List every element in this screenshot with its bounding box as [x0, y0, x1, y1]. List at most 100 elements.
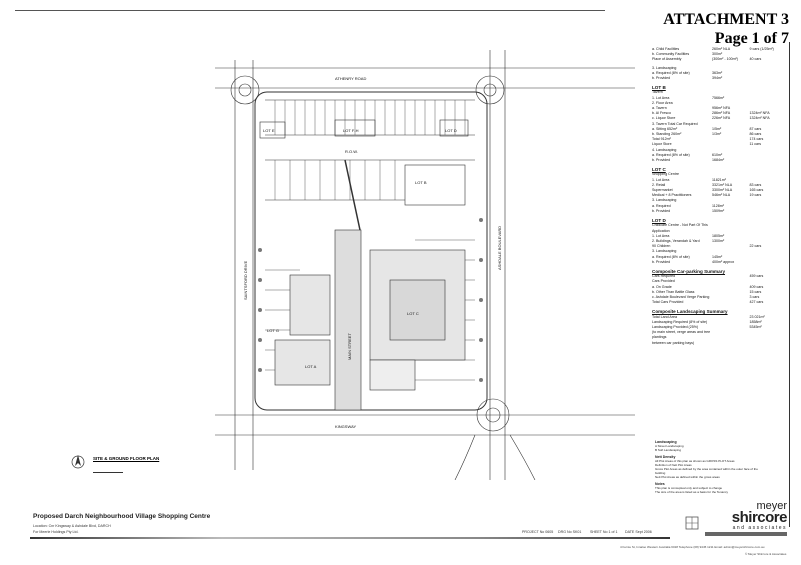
- scale-bar: [93, 470, 123, 473]
- schedule-cell: [712, 300, 750, 305]
- notes-legend-title: Landscaping: [655, 440, 677, 444]
- attachment-header: ATTACHMENT 3 Page 1 of 7: [663, 10, 789, 48]
- schedule-cell: 260m² NLA: [712, 47, 731, 51]
- project-title: Proposed Darch Neighbourhood Village Sho…: [33, 513, 211, 520]
- schedule-row: 3. Landscaping: [652, 66, 787, 71]
- schedule-cell: c. Liquor Store: [652, 116, 676, 121]
- lot-d-label: LOT D: [445, 128, 457, 133]
- logo-shircore: shircore: [731, 509, 788, 526]
- schedule-cell: 610m²: [712, 152, 723, 157]
- schedule-cell: 9 cars (1/25m²): [749, 47, 774, 51]
- schedule-cell: 3 cars: [749, 294, 760, 299]
- schedule-cell: 90 Children: [652, 244, 671, 249]
- schedule-cell: b. Provided: [652, 259, 671, 264]
- schedule-heading: Composite Landscaping Summary: [652, 309, 728, 315]
- schedule-cell: [750, 341, 788, 346]
- schedule-cell: 1. Lot Area: [652, 233, 670, 238]
- attachment-label: ATTACHMENT 3: [663, 11, 789, 28]
- schedule-cell: 5345m²: [749, 324, 762, 329]
- schedule-heading: Composite Car-parking Summary: [652, 268, 726, 274]
- right-border: [789, 42, 790, 527]
- schedule-cell: 1. Lot Area: [652, 177, 670, 182]
- schedule-cell: 3300m² NLA: [712, 188, 733, 193]
- schedule-cell: Childcare Centre - Not Part Of This Appl…: [652, 223, 708, 233]
- schedule-row: Landscaping Required (8% of site)1858m²: [652, 320, 787, 325]
- schedule-row: b. Provided 1509m²: [652, 209, 787, 214]
- schedule-cell: b. Standing 260m²: [652, 132, 682, 137]
- firm-logo: meyer shircore and associates: [705, 501, 788, 536]
- schedule-row: 4. Landscaping: [652, 148, 787, 153]
- crest-icon: [685, 516, 699, 530]
- schedule-cell: 11821m²: [712, 177, 726, 182]
- schedule-cell: Supermarket: [652, 188, 673, 193]
- note-line: B Soft Landscaping: [655, 448, 682, 452]
- logo-bar: [705, 532, 787, 536]
- schedule-cell: [750, 330, 788, 340]
- schedule-cell: 3. Landscaping: [652, 198, 677, 203]
- schedule-heading: LOT D: [652, 218, 666, 224]
- schedule-cell: 3. Landscaping: [652, 65, 677, 70]
- schedule-row: Childcare Centre - Not Part Of This Appl…: [652, 223, 787, 233]
- schedule-cell: 165 cars: [749, 188, 764, 193]
- schedule-cell: [712, 341, 750, 346]
- notes-panel: Landscaping A Street Landscaping B Soft …: [655, 440, 760, 494]
- schedule-cell: (300m² - 100m²): [712, 57, 738, 62]
- schedule-row: b. Provided 394m²: [652, 76, 787, 81]
- schedule-cell: b. Other Than Battle Glass: [652, 289, 695, 294]
- schedule-cell: 546m² NLA: [712, 193, 731, 198]
- road-label-athenry: ATHENRY ROAD: [335, 76, 366, 81]
- schedule-cell: 11 cars: [749, 142, 762, 147]
- project-client: For Meerle Holdings Pty Ltd.: [33, 530, 79, 534]
- schedule-cell: 23 021m²: [749, 314, 765, 319]
- notes-section-title: Notes: [655, 482, 665, 486]
- schedule-cell: [750, 76, 788, 81]
- schedule-cell: between car parking bays): [652, 340, 695, 345]
- firm-address: 4 Fernie St, Innaloo Western Australia 6…: [620, 545, 765, 549]
- lot-c-label: LOT C: [407, 311, 419, 316]
- schedule-cell: 1. Lot Area: [652, 95, 670, 100]
- schedule-cell: 3. Landscaping: [652, 249, 677, 254]
- note-line: The size of the area is listed as a basi…: [655, 490, 728, 494]
- note-line: All Plot Areas of this plan as shown as …: [655, 459, 735, 463]
- schedule-cell: [712, 223, 750, 233]
- drawing-title: SITE & GROUND FLOOR PLAN: [93, 456, 160, 461]
- schedule-cell: b. Provided: [652, 208, 671, 213]
- schedule-row: 90 Children 22 cars: [652, 244, 787, 249]
- schedule-row: (to main street, verge areas and tree pl…: [652, 330, 787, 340]
- north-arrow-icon: [71, 455, 85, 469]
- schedule-cell: 459 cars: [749, 274, 764, 279]
- schedule-cell: a. Required (8% of site): [652, 254, 690, 259]
- schedule-row: 3. Landscaping: [652, 198, 787, 203]
- schedule-cell: b. Provided: [652, 76, 671, 81]
- lot-a-label: LOT A: [305, 364, 317, 369]
- schedule-cell: Place of Assembly: [652, 57, 682, 62]
- athenry-road-edge: [215, 67, 635, 89]
- schedule-cell: 22 cars: [749, 244, 762, 249]
- note-line: A Street Landscaping: [655, 444, 684, 448]
- schedule-cell: Tavern: [652, 90, 663, 95]
- schedule-cell: 394m²: [712, 76, 723, 81]
- schedule-cell: 1509m²: [712, 208, 725, 213]
- schedule-cell: Total 912m²: [652, 137, 671, 142]
- schedule-cell: 87 cars: [749, 126, 762, 131]
- schedule-cell: 427 cars: [749, 300, 764, 305]
- schedule-cell: a. Tavern: [652, 106, 667, 111]
- schedule-row: Landscaping Provided (25%)5345m²: [652, 325, 787, 330]
- note-line: Definition of Nett Plot Areas: [655, 463, 692, 467]
- schedule-cell: 1684m²: [712, 158, 725, 163]
- schedule-cell: c. Ashdale Boulevard Verge Parking: [652, 294, 710, 299]
- project-number: PROJECT No 0605: [522, 530, 554, 534]
- schedule-cell: [750, 209, 788, 214]
